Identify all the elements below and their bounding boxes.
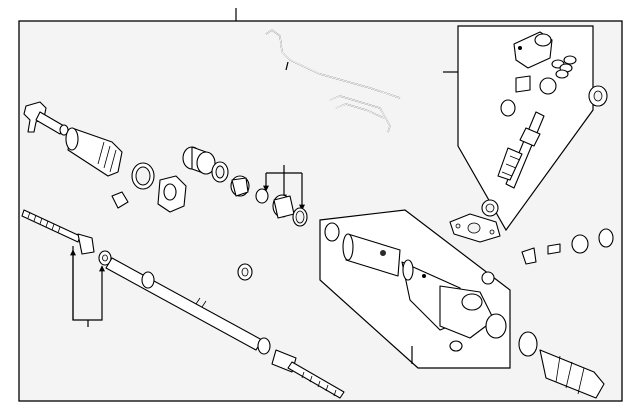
valve-body — [500, 31, 577, 117]
adjuster-parts — [521, 85, 614, 265]
pinion-shaft — [497, 111, 545, 189]
pressure-lines — [265, 29, 401, 133]
gasket-plate — [449, 213, 501, 243]
boot-clamp — [131, 162, 155, 190]
lock-nut — [237, 263, 253, 281]
outer-tie-rod-end — [23, 101, 69, 136]
rack-bar — [105, 257, 271, 355]
right-inner-tie-rod — [271, 349, 345, 399]
callout-inner-tierod — [70, 246, 105, 327]
right-boot — [518, 331, 605, 399]
rack-housing — [324, 222, 507, 352]
small-bushing — [111, 191, 129, 209]
pinion-seal — [481, 199, 499, 217]
seal-rings — [255, 188, 308, 227]
callout-seals — [263, 165, 305, 211]
left-boot — [65, 127, 123, 177]
bushing-group — [182, 146, 250, 197]
inner-tie-rod — [21, 209, 112, 266]
mount-bracket — [157, 175, 187, 213]
